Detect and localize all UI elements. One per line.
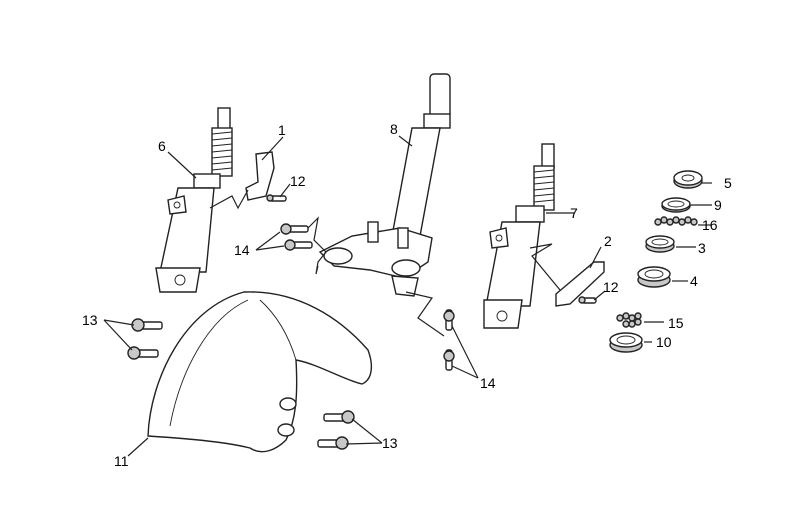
bolt-12-left: [266, 194, 287, 202]
front-fender: [147, 291, 373, 453]
left-fork-leg: [155, 107, 233, 293]
label-part-3: 3: [698, 240, 706, 256]
label-part-1: 1: [278, 122, 286, 138]
bolts-13-right: [317, 410, 355, 450]
callout-labels: 1 2 3 4 5 6 7 8 9 10 11 12 12 13 13 14 1…: [82, 121, 732, 469]
label-part-16: 16: [702, 217, 718, 233]
label-part-13-left: 13: [82, 312, 98, 328]
ball-ring-lower: [616, 312, 642, 328]
label-part-5: 5: [724, 175, 732, 191]
label-part-14-upper: 14: [234, 242, 250, 258]
bearing-stack: [609, 170, 703, 353]
label-part-10: 10: [656, 334, 672, 350]
label-part-9: 9: [714, 197, 722, 213]
label-part-2: 2: [604, 233, 612, 249]
label-part-12-left: 12: [290, 173, 306, 189]
right-fork-leg: [483, 143, 555, 329]
label-part-15: 15: [668, 315, 684, 331]
label-part-6: 6: [158, 138, 166, 154]
bolts-14-lower: [405, 291, 455, 371]
label-part-11: 11: [114, 453, 129, 469]
label-part-14-lower: 14: [480, 375, 496, 391]
bolt-12-right: [578, 296, 597, 304]
label-part-12-right: 12: [603, 279, 619, 295]
bolts-13-left: [127, 318, 163, 360]
bolts-14-upper: [280, 216, 327, 275]
label-part-7: 7: [570, 205, 578, 221]
label-part-8: 8: [390, 121, 398, 137]
ball-ring-upper: [654, 216, 698, 226]
steering-stem: [318, 73, 451, 297]
brake-hose-bracket-right: [529, 243, 605, 307]
leader-lines: [103, 135, 712, 457]
label-part-13-right: 13: [382, 435, 398, 451]
label-part-4: 4: [690, 273, 698, 289]
brake-hose-bracket-left: [209, 151, 275, 210]
